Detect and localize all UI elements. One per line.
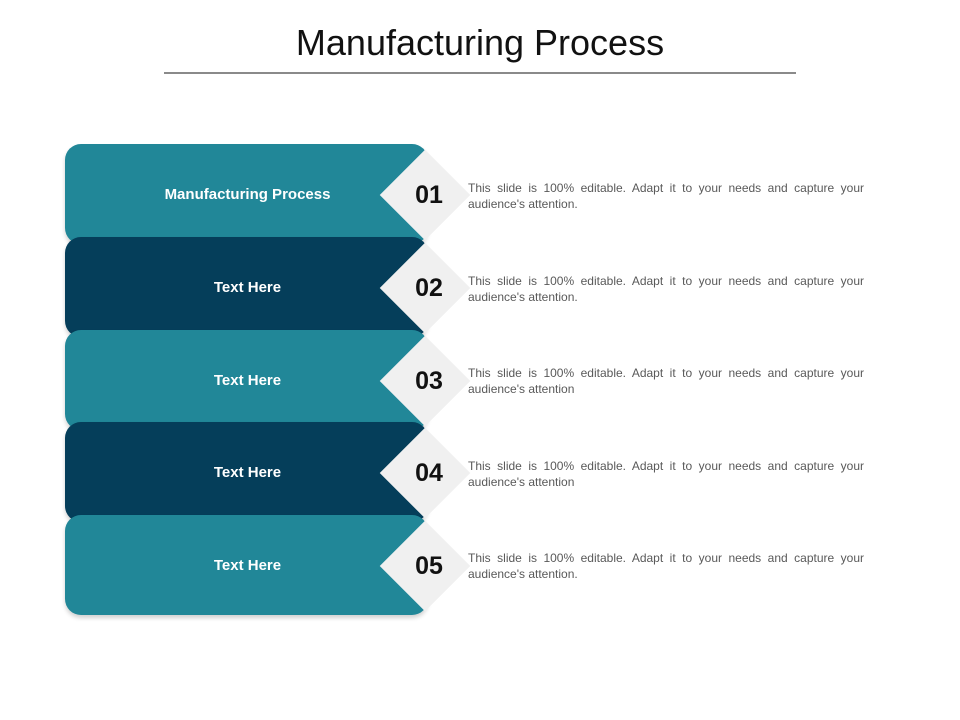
step-number: 01 bbox=[415, 181, 443, 209]
step-description: This slide is 100% editable. Adapt it to… bbox=[468, 459, 864, 489]
step-label: Text Here bbox=[213, 278, 282, 296]
slide-title: Manufacturing Process bbox=[295, 22, 665, 63]
step-label: Text Here bbox=[213, 463, 282, 481]
step-band-4: Text Here bbox=[65, 422, 428, 522]
step-number: 03 bbox=[415, 367, 443, 395]
step-number: 04 bbox=[415, 459, 443, 487]
step-band-3: Text Here bbox=[65, 330, 428, 430]
step-description: This slide is 100% editable. Adapt it to… bbox=[468, 366, 864, 396]
step-label: Manufacturing Process bbox=[164, 185, 331, 203]
step-label: Text Here bbox=[213, 556, 282, 574]
step-band-1: Manufacturing Process bbox=[65, 144, 428, 244]
step-number: 02 bbox=[415, 274, 443, 302]
step-label: Text Here bbox=[213, 371, 282, 389]
title-underline bbox=[164, 72, 796, 74]
step-description: This slide is 100% editable. Adapt it to… bbox=[468, 551, 864, 581]
step-description: This slide is 100% editable. Adapt it to… bbox=[468, 181, 864, 211]
step-description: This slide is 100% editable. Adapt it to… bbox=[468, 274, 864, 304]
step-band-2: Text Here bbox=[65, 237, 428, 337]
step-number: 05 bbox=[415, 552, 443, 580]
step-band-5: Text Here bbox=[65, 515, 428, 615]
